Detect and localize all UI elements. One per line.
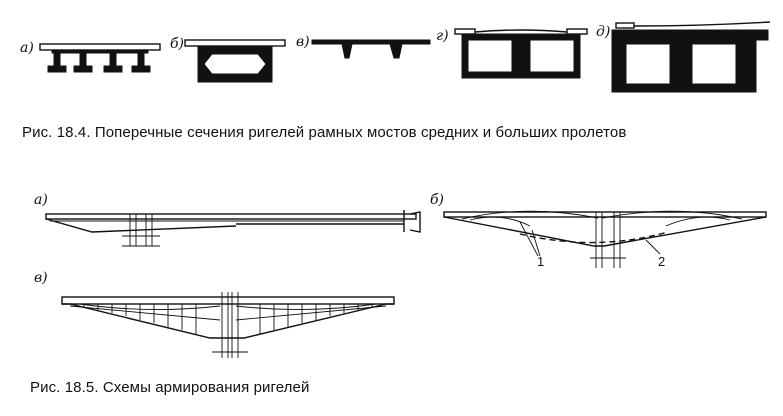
- fig-18-4-label-d: д): [596, 24, 610, 40]
- fig-18-5-callout-2: 2: [658, 254, 665, 269]
- fig-18-4-label-b: б): [170, 36, 184, 52]
- fig-18-4-section-b: б): [170, 36, 286, 83]
- fig-18-5-scheme-a: а): [34, 192, 421, 247]
- fig-18-4-label-v: в): [296, 34, 310, 50]
- fig-18-5-label-v: в): [34, 270, 48, 286]
- fig-18-5-label-b: б): [430, 192, 444, 208]
- fig-18-5-caption: Рис. 18.5. Схемы армирования ригелей: [30, 379, 310, 396]
- fig-18-4-caption: Рис. 18.4. Поперечные сечения ригелей ра…: [22, 124, 627, 141]
- fig-18-5-scheme-v: в): [34, 270, 395, 358]
- fig-18-4-section-v: в): [296, 34, 431, 59]
- fig-18-4-label-g: г): [436, 28, 449, 44]
- fig-18-4-label-a: а): [20, 40, 34, 56]
- fig-18-5-callout-1: 1: [537, 254, 544, 269]
- fig-18-4-section-g: г): [436, 28, 588, 79]
- fig-18-5-label-a: а): [34, 192, 48, 208]
- fig-18-5-scheme-b: б) 1 2: [430, 192, 767, 269]
- fig-18-4-section-a: а): [20, 40, 161, 73]
- fig-18-4-section-d: д): [596, 21, 771, 93]
